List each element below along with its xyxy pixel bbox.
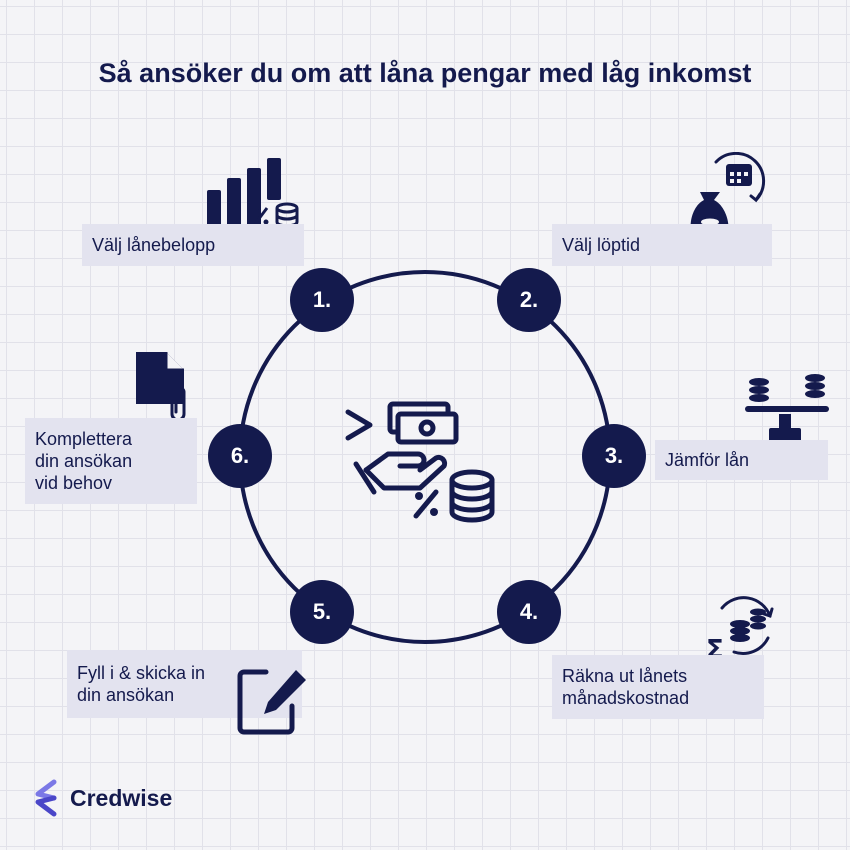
step-3-label: Jämför lån xyxy=(655,440,828,480)
step-5-number: 5. xyxy=(290,580,354,644)
step-6-number: 6. xyxy=(208,424,272,488)
hand-money-coins-icon xyxy=(345,401,495,523)
coins-sigma-icon: Σ xyxy=(706,596,774,663)
step-2-number: 2. xyxy=(497,268,561,332)
credwise-logo-icon xyxy=(35,779,57,817)
page-title: Så ansöker du om att låna pengar med låg… xyxy=(98,58,752,88)
edit-document-icon xyxy=(237,669,306,735)
step-4-label: Räkna ut lånets månadskostnad xyxy=(552,655,764,719)
step-4-number: 4. xyxy=(497,580,561,644)
step-2-label: Välj löptid xyxy=(552,224,772,266)
step-6-label: Komplettera din ansökan vid behov xyxy=(25,418,197,504)
document-paperclip-icon xyxy=(136,352,186,422)
step-5-label: Fyll i & skicka in din ansökan xyxy=(67,650,302,718)
step-3-number: 3. xyxy=(582,424,646,488)
bar-chart-coins-icon xyxy=(207,158,299,228)
step-1-number: 1. xyxy=(290,268,354,332)
scale-coins-icon xyxy=(745,374,829,442)
step-1-label: Välj lånebelopp xyxy=(82,224,304,266)
brand-name: Credwise xyxy=(70,784,173,811)
brand: Credwise xyxy=(32,778,172,818)
